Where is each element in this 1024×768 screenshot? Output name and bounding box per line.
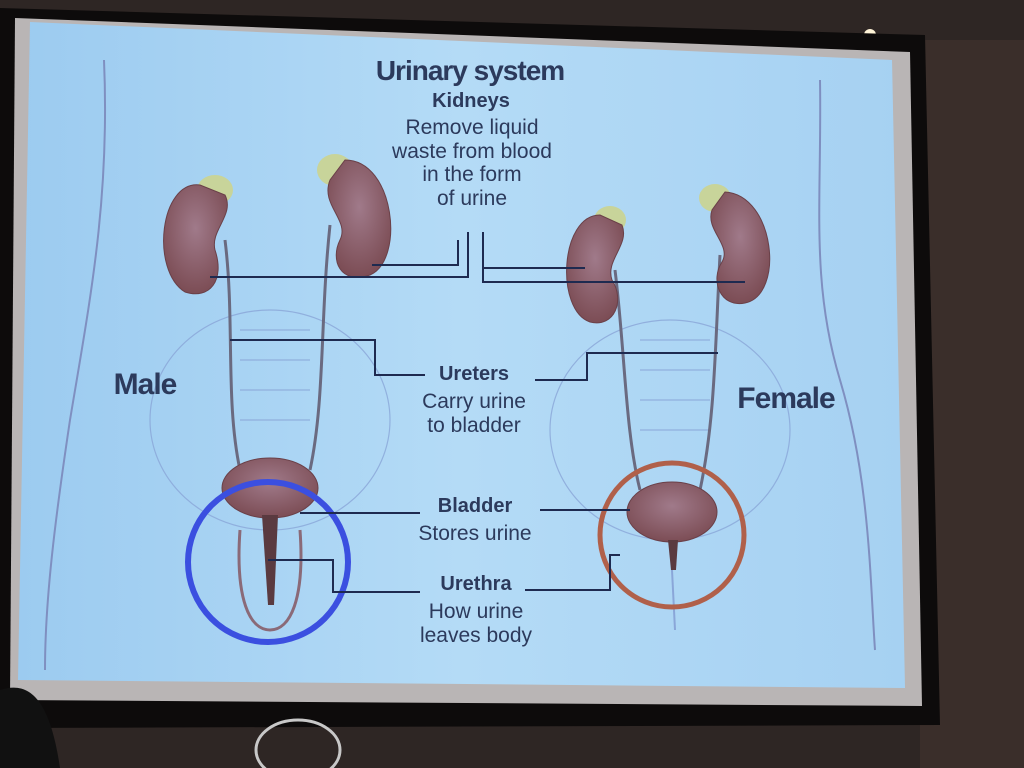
kidney xyxy=(566,206,626,324)
kidneys-line: of urine xyxy=(436,186,508,210)
kidneys-line: Remove liquid xyxy=(405,116,539,139)
kidney xyxy=(317,154,392,278)
ureters-description: Carry urine to bladder xyxy=(422,390,526,437)
kidney xyxy=(699,184,771,305)
kidneys-line: waste from blood xyxy=(392,139,552,163)
kidneys-line: in the form xyxy=(422,163,522,187)
female-label: Female xyxy=(737,382,835,415)
kidneys-heading: Kidneys xyxy=(432,90,510,112)
urethra-line: leaves body xyxy=(419,623,533,647)
body-outline xyxy=(44,59,876,671)
audience-silhouette xyxy=(0,687,60,768)
urethra-line: How urine xyxy=(428,600,524,623)
bladder-description: Stores urine xyxy=(418,522,532,545)
kidney xyxy=(163,175,233,295)
male-highlight-circle xyxy=(185,479,351,645)
male-label: Male xyxy=(113,368,178,401)
ureters-line: Carry urine xyxy=(422,390,526,413)
kidneys-description: Remove liquid waste from blood in the fo… xyxy=(392,116,552,210)
female-bladder xyxy=(626,481,718,631)
ureters xyxy=(223,224,722,491)
ureters-heading: Ureters xyxy=(438,363,510,385)
microphone-ring xyxy=(254,718,342,768)
bladder-heading: Bladder xyxy=(437,495,513,517)
slide-title: Urinary system xyxy=(375,55,565,86)
female-highlight-circle xyxy=(597,460,747,610)
ureters-line: to bladder xyxy=(427,413,521,437)
urethra-heading: Urethra xyxy=(440,573,512,595)
leader-lines xyxy=(210,232,745,593)
urethra-description: How urine leaves body xyxy=(420,600,532,647)
